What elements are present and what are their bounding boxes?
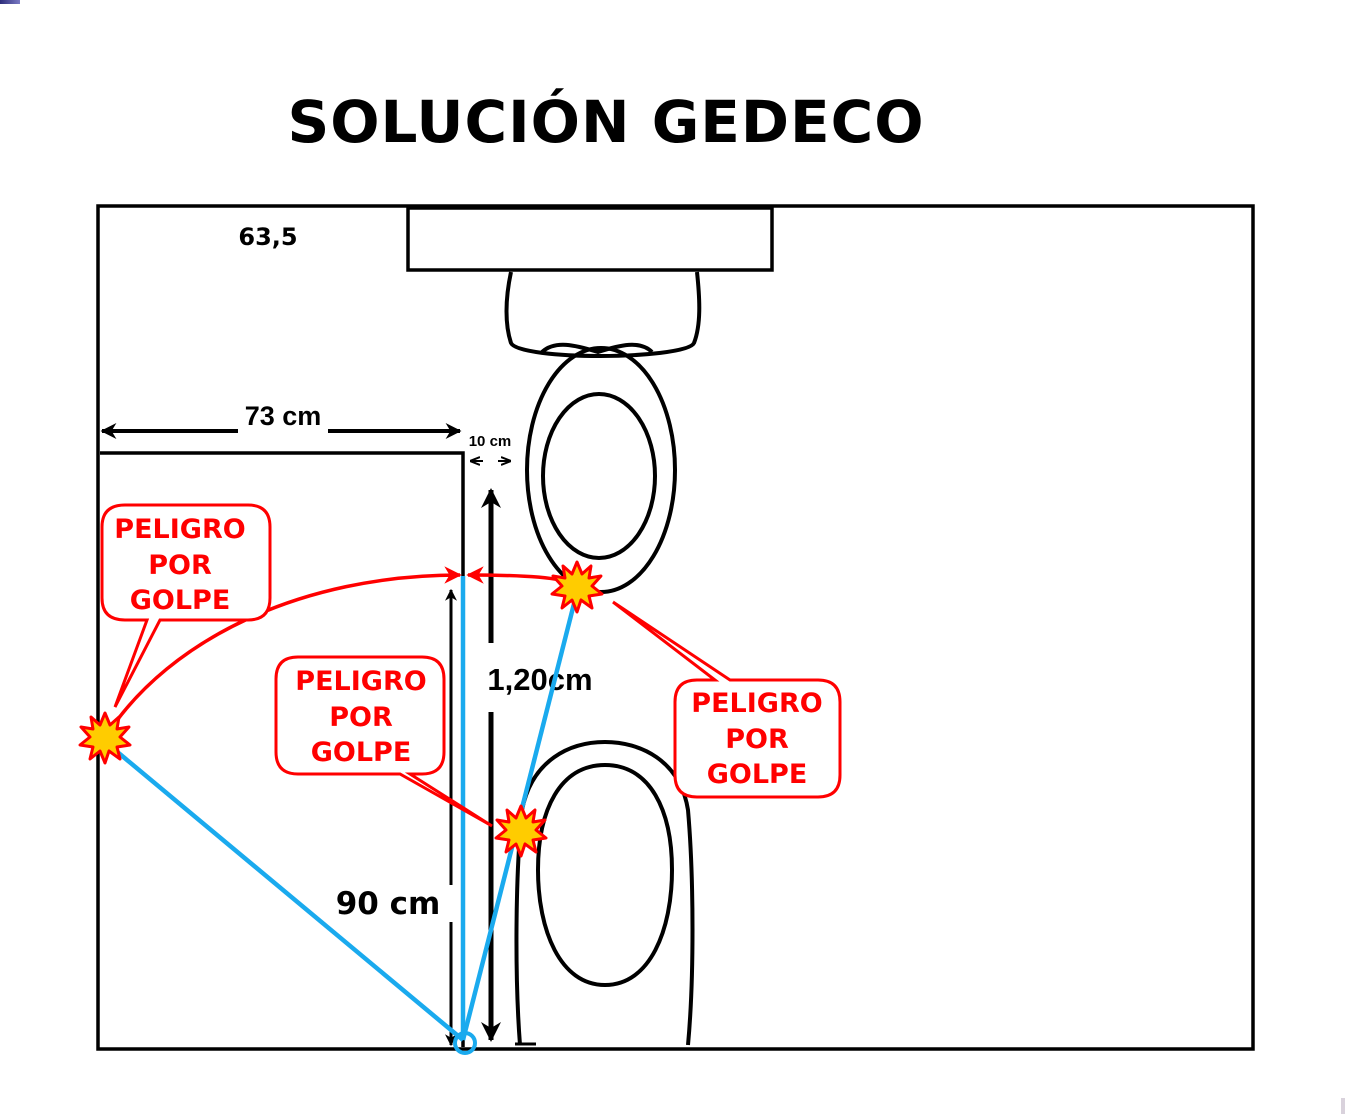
warning-1-line1: PELIGRO	[114, 514, 245, 545]
page-title: SOLUCIÓN GEDECO	[287, 88, 925, 156]
toilet-tank-seam	[540, 342, 654, 355]
width-label: 73 cm	[245, 401, 322, 431]
warning-callout-1	[100, 503, 272, 708]
corner-artifact	[1341, 1098, 1345, 1114]
impact-star-icon	[550, 560, 604, 614]
toilet-seat-upper	[541, 392, 657, 560]
short-dimension-label: 90 cm	[336, 886, 441, 922]
warning-1-line2: POR	[148, 550, 212, 581]
long-dimension-label: 1,20cm	[487, 662, 592, 697]
toilet-bowl-lower	[514, 739, 695, 1046]
warning-3-line3: GOLPE	[707, 759, 808, 790]
swing-arc-right	[466, 566, 561, 584]
toilet-bowl-upper	[525, 346, 677, 594]
warning-callout-2	[274, 655, 493, 828]
warning-2-line3: GOLPE	[311, 737, 412, 768]
corner-artifact	[0, 0, 20, 4]
warning-2-line2: POR	[329, 702, 393, 733]
warning-3-line1: PELIGRO	[691, 688, 822, 719]
top-dimension-label: 63,5	[238, 223, 297, 251]
room-outline	[96, 204, 1255, 1051]
gap-label: 10 cm	[469, 433, 512, 450]
impact-star-icon	[78, 711, 132, 765]
impact-star-icon	[494, 804, 548, 858]
cistern	[406, 206, 774, 272]
toilet-seat-lower	[535, 762, 675, 988]
swing-line-left	[101, 738, 465, 1042]
pivot-point	[453, 1031, 477, 1055]
warning-callout-3	[612, 600, 842, 799]
warning-2-line1: PELIGRO	[295, 666, 426, 697]
warning-3-line2: POR	[725, 724, 789, 755]
toilet-tank	[504, 271, 702, 359]
warning-1-line3: GOLPE	[130, 585, 231, 616]
